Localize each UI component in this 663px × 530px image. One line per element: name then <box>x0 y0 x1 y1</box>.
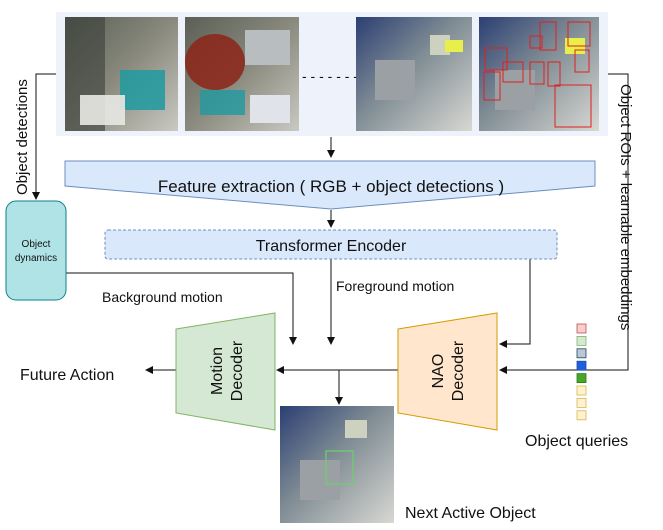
nao-decoder-label-2: Decoder <box>450 340 467 401</box>
motion-decoder-label-2: Decoder <box>229 340 246 401</box>
transformer-encoder-label: Transformer Encoder <box>256 238 407 255</box>
background-motion-label: Background motion <box>102 289 223 305</box>
object-query-token <box>576 410 587 421</box>
arrow-background-motion <box>66 272 297 345</box>
nao-detection-box <box>325 450 354 485</box>
detection-boxes <box>483 21 592 128</box>
next-active-object-frame <box>280 406 394 523</box>
arrow-to-object-dynamics <box>32 73 56 200</box>
video-frame-1 <box>65 17 178 131</box>
object-query-token <box>576 323 587 334</box>
object-queries-label: Object queries <box>525 433 628 450</box>
object-query-token <box>576 385 587 396</box>
feature-extraction-label: Feature extraction ( RGB + object detect… <box>158 177 504 196</box>
transformer-encoder-block <box>104 229 558 260</box>
nao-decoder-label-1: NAO <box>430 354 447 389</box>
frame-ellipsis: - - - - - - - <box>302 68 358 84</box>
video-frame-3 <box>356 17 472 131</box>
object-rois-label: Object ROIs + learnable embeddings <box>617 84 634 330</box>
object-dynamics-block <box>5 200 67 301</box>
motion-decoder-block <box>175 312 276 431</box>
object-query-token <box>576 335 587 346</box>
line-rois-to-queries <box>562 73 629 371</box>
video-frame-4-detections <box>479 17 599 131</box>
video-frame-2 <box>185 17 299 131</box>
nao-decoder-block <box>397 312 498 431</box>
feature-extraction-block <box>64 160 596 210</box>
future-action-label: Future Action <box>20 367 114 384</box>
object-query-token <box>576 397 587 408</box>
object-query-token <box>576 348 587 359</box>
motion-decoder-label-1: Motion <box>209 347 226 395</box>
object-detections-label: Object detections <box>14 79 31 195</box>
object-dynamics-label-2: dynamics <box>15 253 57 264</box>
object-query-token <box>576 373 587 384</box>
arrow-encoder-to-nao <box>499 259 531 348</box>
object-dynamics-label-1: Object <box>22 239 51 250</box>
foreground-motion-label: Foreground motion <box>336 278 454 294</box>
object-query-token <box>576 360 587 371</box>
object-query-stack <box>576 323 587 421</box>
next-active-object-label: Next Active Object <box>405 505 536 522</box>
